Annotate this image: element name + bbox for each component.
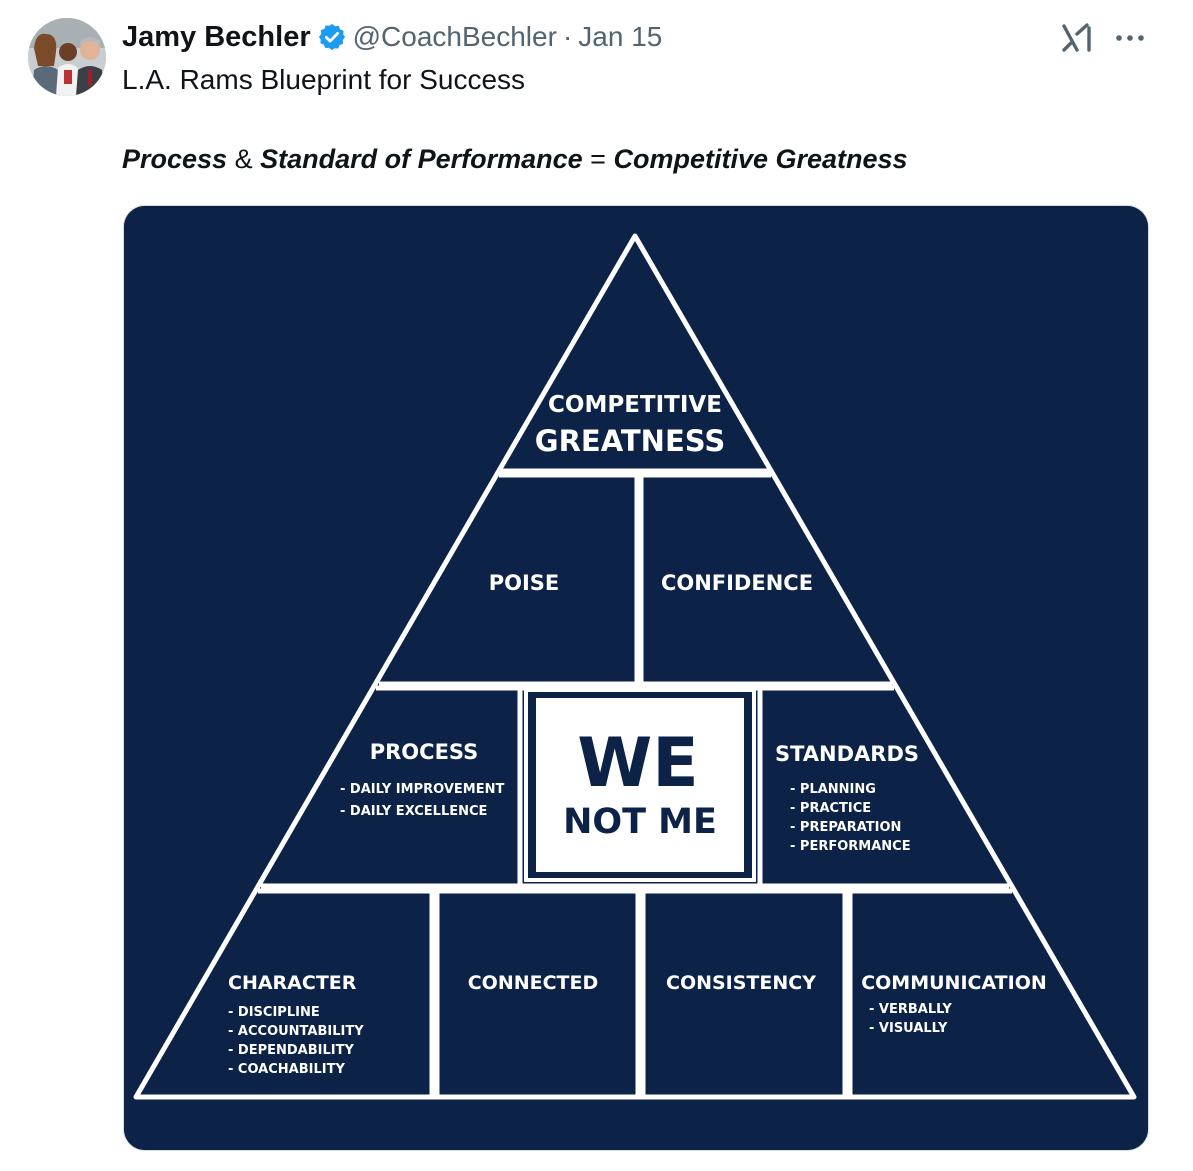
verified-badge-icon[interactable] <box>317 22 347 52</box>
consistency-label: CONSISTENCY <box>666 972 816 994</box>
process-title: PROCESS <box>370 740 478 764</box>
communication-item-1: - VERBALLY <box>869 1002 952 1017</box>
author-avatar[interactable] <box>28 18 106 96</box>
process-item-1: - DAILY IMPROVEMENT <box>340 782 504 797</box>
tweet-ampersand: & <box>227 144 261 174</box>
tweet-phrase-standard: Standard of Performance <box>260 144 583 174</box>
tweet-text-line1: L.A. Rams Blueprint for Success <box>122 64 526 95</box>
confidence-label: CONFIDENCE <box>661 571 813 595</box>
character-item-2: - ACCOUNTABILITY <box>228 1024 364 1039</box>
author-name[interactable]: Jamy Bechler <box>122 20 311 53</box>
pyramid-lines <box>133 233 1137 1100</box>
communication-item-2: - VISUALLY <box>869 1021 948 1036</box>
post-date[interactable]: Jan 15 <box>578 21 663 52</box>
center-box <box>536 698 744 872</box>
tweet-phrase-greatness: Competitive Greatness <box>613 144 908 174</box>
standards-item-3: - PREPARATION <box>790 820 901 835</box>
top-label-line1: COMPETITIVE <box>548 392 722 418</box>
tweet-equals: = <box>582 144 614 174</box>
author-handle[interactable]: @CoachBechler <box>352 21 557 52</box>
pyramid-diagram: COMPETITIVE GREATNESS POISE CONFIDENCE P… <box>124 206 1148 1150</box>
tweet-text-line2: Process & Standard of Performance = Comp… <box>122 144 908 175</box>
standards-item-1: - PLANNING <box>790 782 876 797</box>
tweet-header: Jamy Bechler @CoachBechler · Jan 15 <box>122 18 662 56</box>
tweet-phrase-process: Process <box>122 144 228 174</box>
standards-item-2: - PRACTICE <box>790 801 871 816</box>
not-me-label: NOT ME <box>563 802 717 842</box>
separator-dot: · <box>562 21 573 52</box>
character-title: CHARACTER <box>228 972 357 994</box>
avatar-photo <box>28 18 106 96</box>
more-options-icon[interactable] <box>1110 18 1150 58</box>
character-item-3: - DEPENDABILITY <box>228 1043 354 1058</box>
connected-label: CONNECTED <box>468 972 599 994</box>
character-item-4: - COACHABILITY <box>228 1062 345 1077</box>
we-label: WE <box>577 724 698 803</box>
character-item-1: - DISCIPLINE <box>228 1005 320 1020</box>
tweet-media-image[interactable]: COMPETITIVE GREATNESS POISE CONFIDENCE P… <box>123 205 1149 1151</box>
communication-title: COMMUNICATION <box>861 972 1047 994</box>
process-item-2: - DAILY EXCELLENCE <box>340 804 487 819</box>
top-label-line2: GREATNESS <box>535 424 725 458</box>
standards-title: STANDARDS <box>775 742 919 766</box>
poise-label: POISE <box>489 571 560 595</box>
standards-item-4: - PERFORMANCE <box>790 839 911 854</box>
grok-icon[interactable] <box>1058 18 1098 58</box>
